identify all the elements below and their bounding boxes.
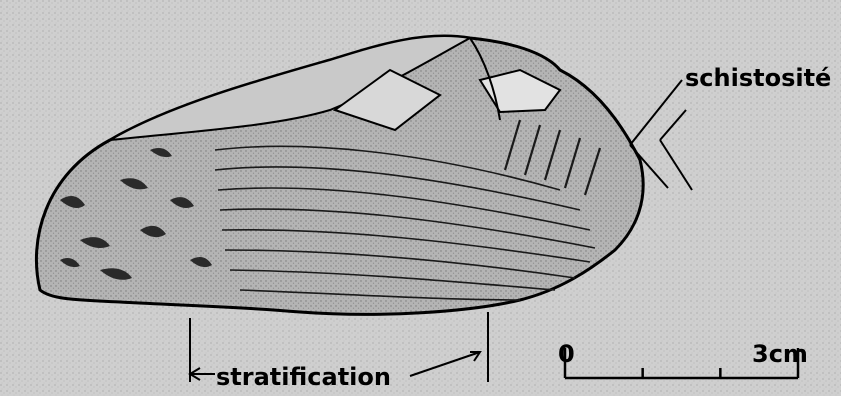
- scale-end-label: 3cm: [752, 340, 808, 368]
- stratification-label: stratification: [216, 363, 391, 391]
- scale-start-label: 0: [558, 340, 575, 368]
- schistosity-label: schistosité: [685, 64, 831, 92]
